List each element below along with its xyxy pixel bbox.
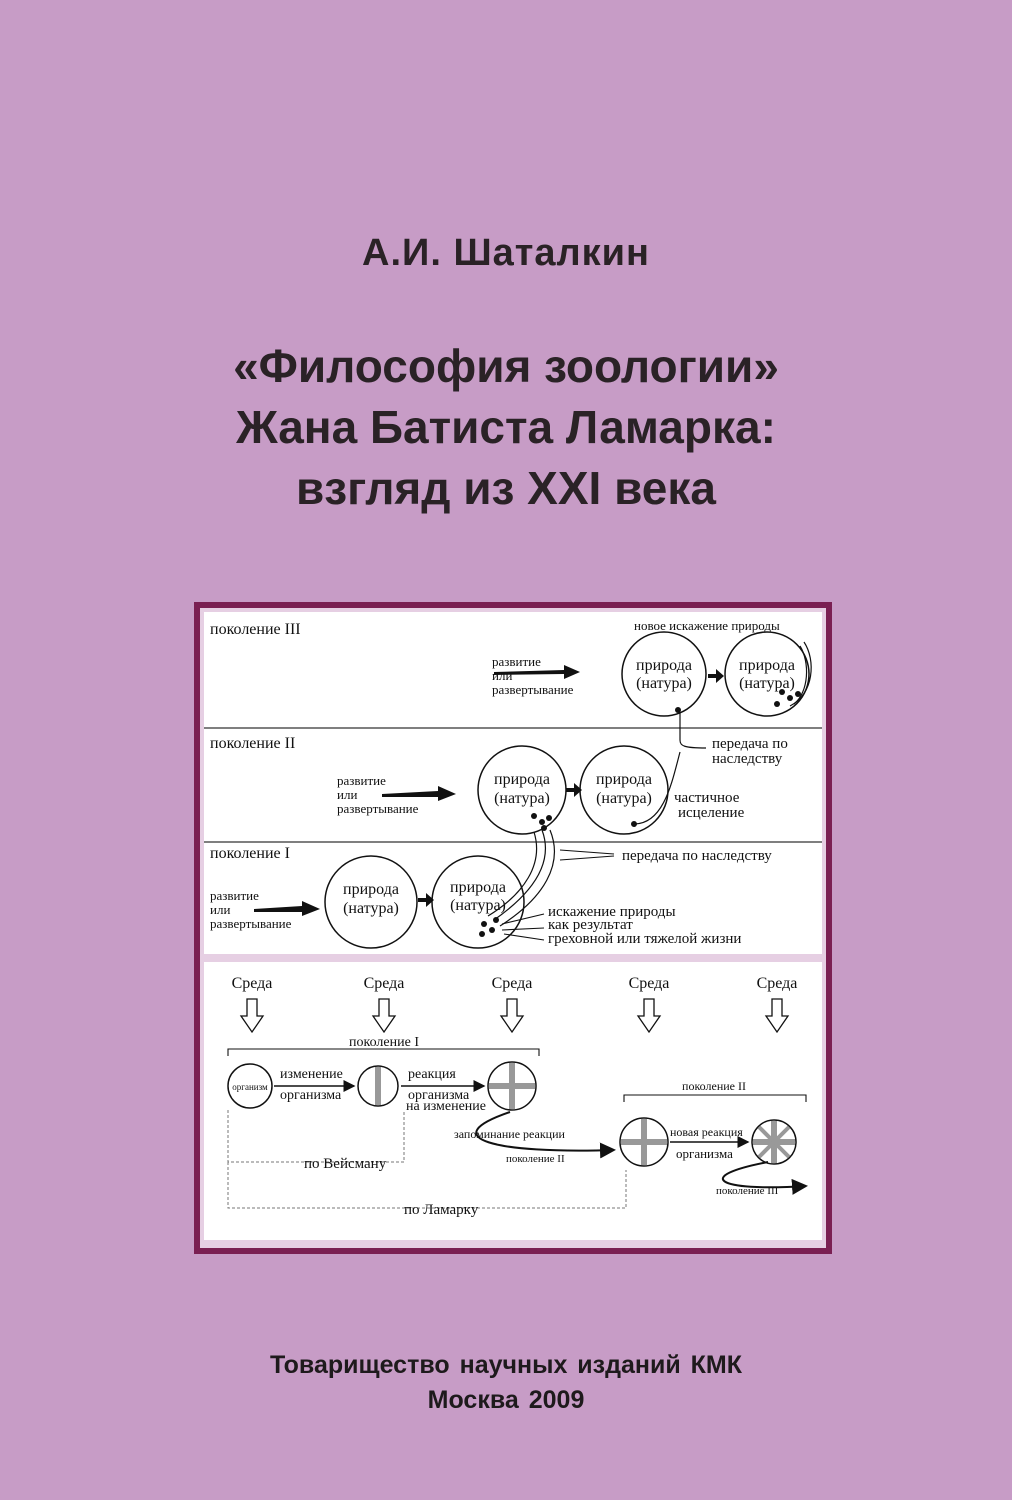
- title-line-1: «Философия зоологии»: [233, 340, 779, 392]
- dev-label-1b: или: [210, 902, 230, 917]
- env-arrow-1: [239, 998, 265, 1034]
- new-reaction-1: новая реакция: [670, 1125, 743, 1139]
- nature-circle-2b: [579, 745, 669, 835]
- bottom-gen2-small: поколение II: [506, 1153, 565, 1165]
- memory-label: запоминание реакции: [454, 1127, 566, 1141]
- distortion-3: греховной или тяжелой жизни: [548, 931, 741, 947]
- env-arrow-5: [764, 998, 790, 1034]
- env-label-3: Среда: [492, 975, 533, 992]
- nature-2b-l2: (натура): [596, 790, 652, 807]
- generation-2-row: поколение II передача по наследству разв…: [210, 712, 788, 835]
- inherit-short-1: передача по: [712, 736, 788, 752]
- nature-3a-l1: природа: [636, 657, 692, 674]
- nature-arrow-2: [566, 783, 582, 797]
- change-1: изменение: [280, 1067, 343, 1082]
- nature-arrow-1: [418, 893, 434, 907]
- nature-3a-l2: (натура): [636, 675, 692, 692]
- publisher-name: Товарищество научных изданий КМК: [269, 1351, 743, 1379]
- title-line-3: взгляд из XXI века: [296, 462, 716, 514]
- lineage-diagram: поколение I поколение II организм измене…: [227, 1035, 808, 1218]
- dev-label-1a: развитие: [210, 888, 259, 903]
- dev-label-3b: или: [492, 668, 512, 683]
- reaction-3: на изменение: [406, 1099, 486, 1114]
- generation-3-row: поколение III новое искажение природы ра…: [210, 618, 812, 717]
- partial-healing-2: исцеление: [678, 805, 745, 821]
- reaction-2: организма: [408, 1088, 470, 1103]
- bottom-gen2-label: поколение II: [682, 1079, 746, 1093]
- inherit-full: передача по наследству: [622, 848, 772, 864]
- dev-label-2c: развертывание: [337, 801, 419, 816]
- author-name: А.И. Шаталкин: [362, 232, 650, 274]
- bottom-gen1-label: поколение I: [349, 1035, 419, 1050]
- organism-label: организм: [232, 1082, 268, 1092]
- nature-3b-l2: (натура): [739, 675, 795, 692]
- bottom-gen3-small: поколение III: [716, 1185, 779, 1197]
- environment-row: Среда Среда Среда Среда Среда: [232, 975, 798, 1034]
- distortion-2: как результат: [548, 917, 633, 933]
- organism-circle-2: [357, 1065, 399, 1107]
- dev-label-3c: развертывание: [492, 682, 574, 697]
- organism-circle-5: [751, 1119, 797, 1165]
- publisher-block: Товарищество научных изданий КМК Москва …: [0, 1348, 1012, 1418]
- organism-circle-4: [619, 1117, 669, 1167]
- change-2: организма: [280, 1088, 342, 1103]
- env-arrow-2: [371, 998, 397, 1034]
- nature-circle-3b: [724, 631, 810, 717]
- nature-1b-l2: (натура): [450, 897, 506, 914]
- weismann-label: по Вейсману: [304, 1156, 387, 1172]
- env-label-4: Среда: [629, 975, 670, 992]
- gen2-label: поколение II: [210, 735, 295, 752]
- organism-circle: [227, 1063, 273, 1109]
- gen1-label: поколение I: [210, 845, 290, 862]
- diagram-svg: поколение III новое искажение природы ра…: [194, 602, 832, 1254]
- book-title: «Философия зоологии» Жана Батиста Ламарк…: [0, 336, 1012, 519]
- nature-circle-1a: [324, 855, 418, 949]
- new-distortion-label: новое искажение природы: [634, 618, 780, 633]
- nature-circle-3a: [621, 631, 707, 717]
- nature-1a-l1: природа: [343, 881, 399, 898]
- inherit-short-2: наследству: [712, 751, 783, 767]
- nature-arrow-3: [708, 669, 724, 683]
- nature-circle-1b: [431, 855, 525, 949]
- gen3-label: поколение III: [210, 621, 301, 638]
- dev-label-1c: развертывание: [210, 916, 292, 931]
- env-arrow-3: [499, 998, 525, 1034]
- nature-1b-l1: природа: [450, 879, 506, 896]
- dev-label-2a: развитие: [337, 773, 386, 788]
- dev-arrow-2: [382, 786, 456, 801]
- nature-2b-l1: природа: [596, 771, 652, 788]
- env-label-1: Среда: [232, 975, 273, 992]
- nature-3b-l1: природа: [739, 657, 795, 674]
- dev-arrow-3: [494, 665, 580, 679]
- dev-label-2b: или: [337, 787, 357, 802]
- env-label-2: Среда: [364, 975, 405, 992]
- title-line-2: Жана Батиста Ламарка:: [236, 401, 776, 453]
- env-arrow-4: [636, 998, 662, 1034]
- publisher-city-year: Москва 2009: [427, 1386, 585, 1414]
- dev-arrow-1: [254, 901, 320, 916]
- nature-1a-l2: (натура): [343, 900, 399, 917]
- generation-1-row: поколение I передача по наследству разви…: [210, 829, 772, 949]
- nature-2a-l2: (натура): [494, 790, 550, 807]
- dev-label-3a: развитие: [492, 654, 541, 669]
- nature-2a-l1: природа: [494, 771, 550, 788]
- organism-circle-3: [487, 1061, 537, 1111]
- reaction-1: реакция: [408, 1067, 456, 1082]
- cover-illustration: поколение III новое искажение природы ра…: [194, 602, 832, 1254]
- new-reaction-2: организма: [676, 1146, 733, 1161]
- partial-healing-1: частичное: [674, 790, 740, 806]
- distortion-1: искажение природы: [548, 904, 676, 920]
- dot: [675, 707, 681, 713]
- env-label-5: Среда: [757, 975, 798, 992]
- lamarck-label: по Ламарку: [404, 1202, 479, 1218]
